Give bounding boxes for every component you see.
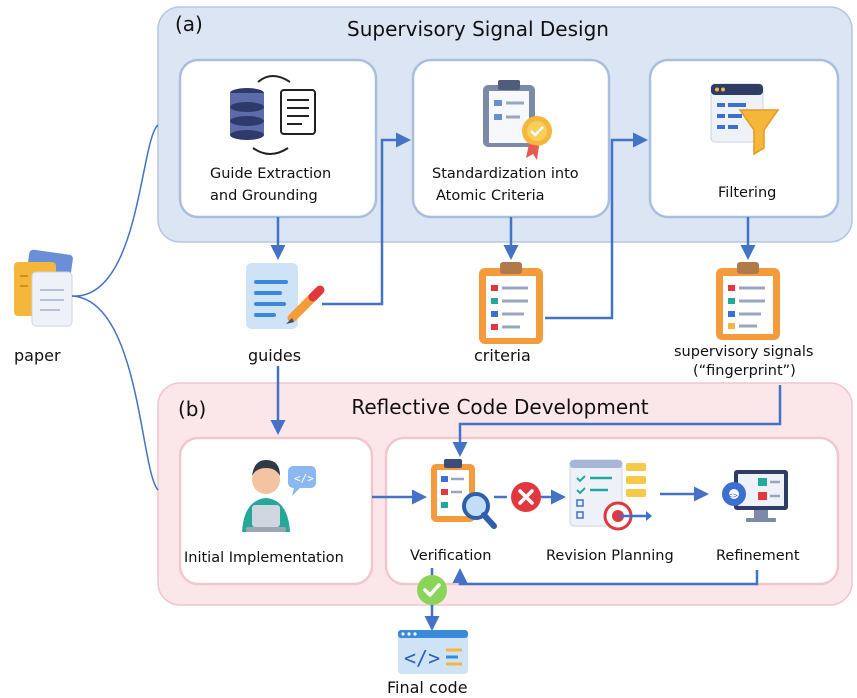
revision-target-icon (569, 459, 652, 531)
panel-a-title: Supervisory Signal Design (347, 17, 609, 41)
final-code-label: Final code (387, 678, 468, 697)
clipboard-badge-icon (483, 80, 552, 160)
filtering-label: Filtering (718, 185, 776, 201)
supervisory-signals-label-2: (“fingerprint”) (693, 363, 796, 379)
panel-b-title: Reflective Code Development (351, 395, 648, 419)
supervisory-signals-label-1: supervisory signals (674, 344, 813, 360)
panel-reflective-code-development: (b) Reflective Code Development </> Init… (157, 382, 853, 606)
reflective-loop-container: Verification (384, 436, 840, 586)
filter-funnel-icon (710, 83, 780, 156)
paper-label: paper (14, 346, 61, 365)
refinement-monitor-icon: <> (722, 470, 788, 522)
standardization-label-2: Atomic Criteria (436, 188, 545, 204)
criteria-label: criteria (474, 346, 531, 365)
revision-planning-label: Revision Planning (546, 548, 674, 564)
panel-b-tag: (b) (178, 397, 206, 421)
initial-implementation-label: Initial Implementation (184, 550, 344, 566)
guides-label: guides (248, 346, 301, 365)
arrow-criteria-to-filtering (545, 132, 648, 320)
svg-text:</>: </> (404, 646, 440, 670)
refinement-label: Refinement (716, 548, 800, 564)
criteria-clipboard-icon (479, 262, 543, 344)
supervisory-signals-clipboard-icon (716, 262, 780, 340)
guide-extraction-label-1: Guide Extraction (210, 166, 331, 182)
panel-a-tag: (a) (175, 12, 203, 36)
guide-extraction-label-2: and Grounding (210, 188, 318, 204)
step-filtering: Filtering (648, 58, 840, 219)
panel-supervisory-signal-design: (a) Supervisory Signal Design Guide Extr… (157, 6, 853, 243)
final-code-icon: </> (398, 630, 468, 674)
flow-arrows (270, 132, 782, 631)
svg-text:<>: <> (728, 491, 738, 500)
developer-icon: </> (242, 460, 316, 532)
verification-label: Verification (410, 548, 491, 564)
step-standardization: Standardization into Atomic Criteria (411, 58, 611, 219)
step-initial-implementation: </> Initial Implementation (178, 436, 374, 586)
standardization-label-1: Standardization into (432, 166, 579, 182)
paper-to-panel-a-connector (71, 124, 159, 297)
guides-document-icon (246, 263, 325, 329)
accept-check-icon (417, 575, 447, 605)
arrow-refinement-to-verification (452, 568, 759, 586)
svg-text:</>: </> (294, 472, 314, 485)
paper-to-panel-b-connector (71, 295, 159, 491)
arrow-signals-to-verification (452, 385, 782, 457)
arrow-guides-to-standardization (322, 132, 411, 306)
database-document-icon (230, 75, 316, 155)
step-guide-extraction: Guide Extraction and Grounding (178, 58, 378, 219)
reject-x-icon (511, 482, 541, 512)
verification-icon (431, 459, 497, 529)
paper-icon (14, 249, 73, 327)
